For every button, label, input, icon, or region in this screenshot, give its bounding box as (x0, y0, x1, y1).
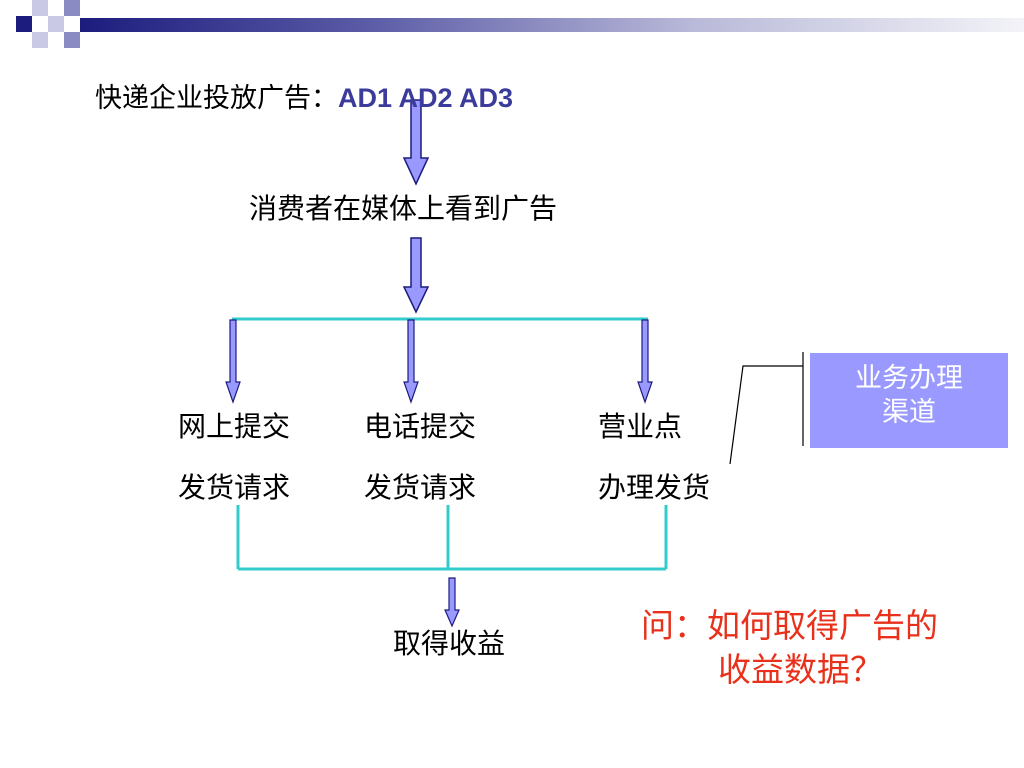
channel-phone-line2: 发货请求 (364, 471, 477, 504)
down-arrow (444, 577, 460, 628)
title-prefix: 快递企业投放广告： (95, 83, 338, 114)
channel-online-line2: 发货请求 (178, 471, 291, 504)
header-square-light (32, 32, 48, 48)
business-channel-box: 业务办理渠道 (810, 353, 1008, 448)
channel-outlet-line2: 办理发货 (598, 471, 711, 504)
header-square-mid (64, 0, 80, 16)
down-arrow (402, 99, 430, 186)
result-earn-revenue: 取得收益 (393, 627, 506, 660)
question-line2: 收益数据？ (718, 650, 883, 689)
down-arrow (403, 319, 419, 404)
header-square-light (32, 0, 48, 16)
down-arrow (225, 319, 241, 404)
title-ads: AD1 AD2 AD3 (338, 83, 514, 113)
down-arrow (637, 319, 653, 404)
slide-header-decoration (0, 0, 1024, 60)
slide-title: 快递企业投放广告：AD1 AD2 AD3 (95, 81, 513, 116)
callout-line (729, 365, 803, 465)
channel-phone-line1: 电话提交 (364, 410, 477, 443)
header-square-mid (64, 32, 80, 48)
header-gradient-band (80, 18, 1024, 32)
step-consumer-sees-ad: 消费者在媒体上看到广告 (249, 192, 558, 225)
down-arrow (402, 237, 430, 314)
header-square-light (48, 16, 64, 32)
question-text: 问：如何取得广告的 收益数据？ (641, 604, 938, 692)
channel-outlet-line1: 营业点 (598, 410, 683, 443)
header-square-dark (16, 16, 32, 32)
question-line1: 问：如何取得广告的 (641, 606, 938, 645)
channel-online-line1: 网上提交 (178, 410, 291, 443)
